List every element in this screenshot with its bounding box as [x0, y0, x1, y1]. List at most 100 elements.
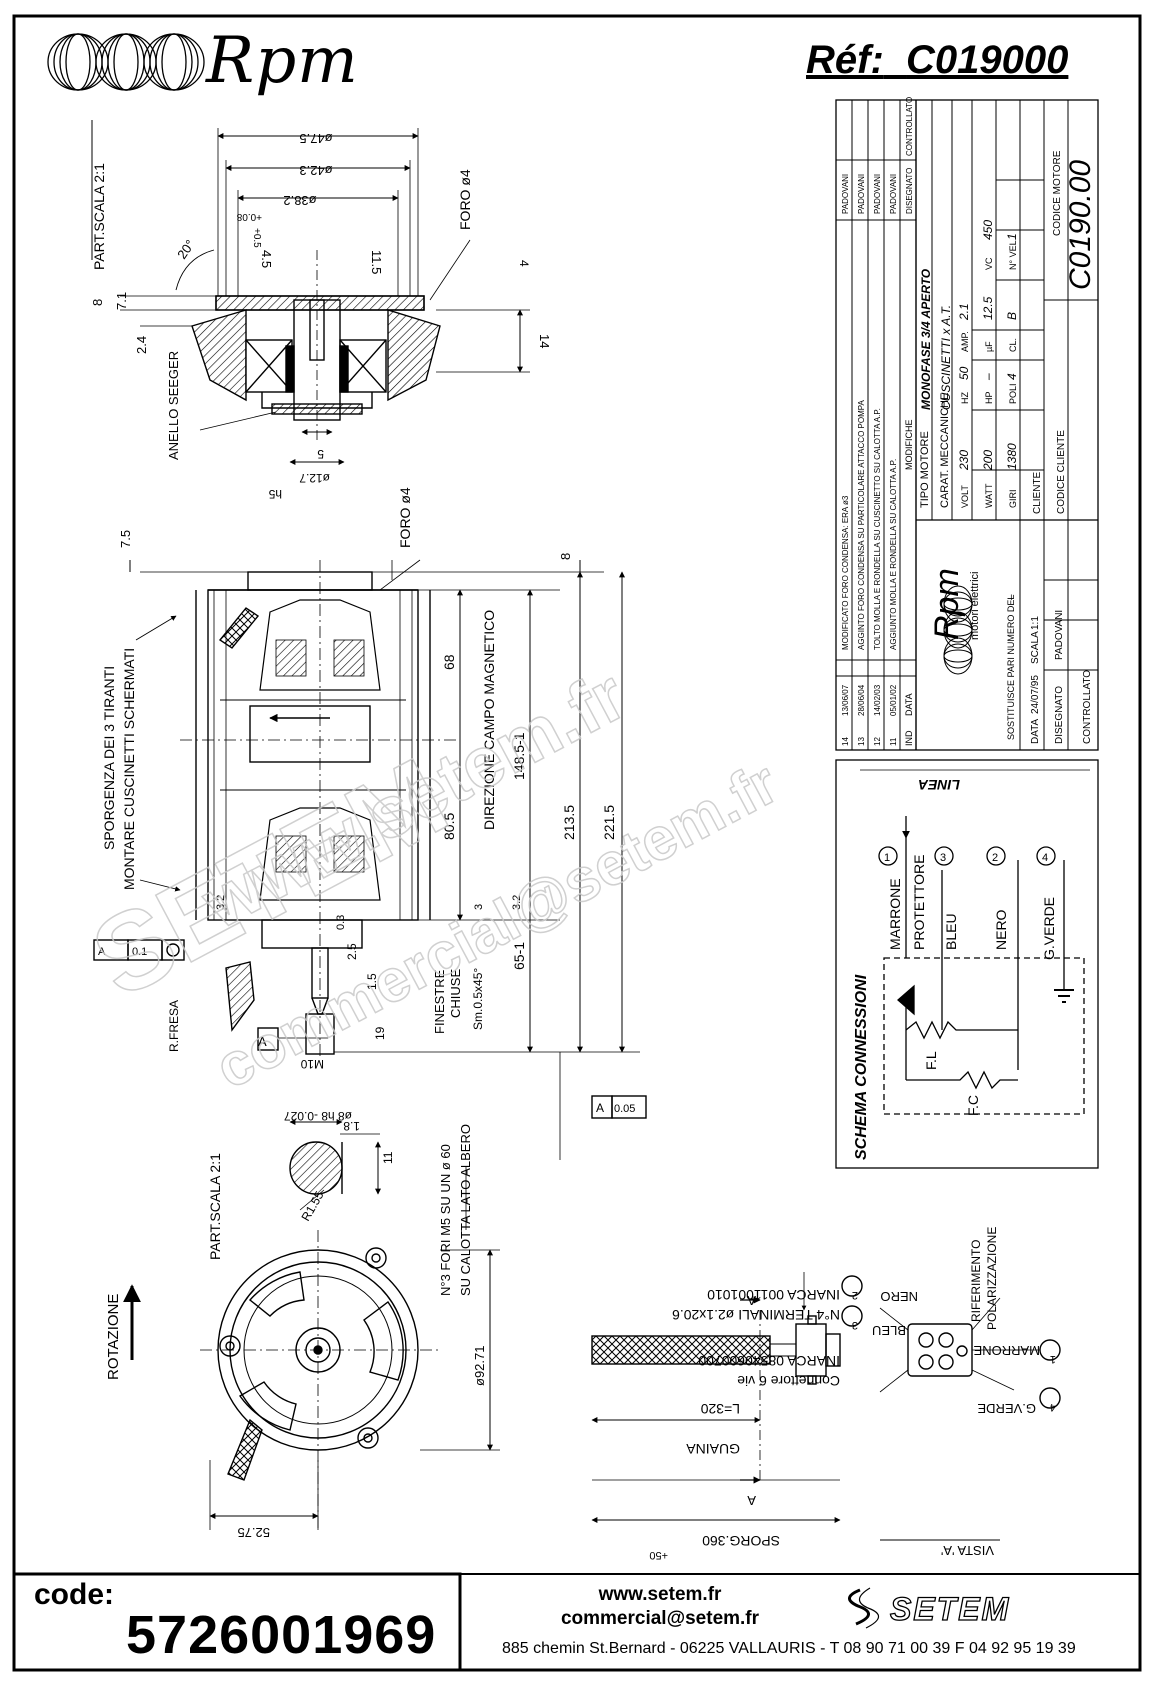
svg-text:N°3 FORI M5 SU UN ø 60: N°3 FORI M5 SU UN ø 60: [438, 1144, 453, 1296]
motor-code: C0190.00: [1064, 160, 1097, 290]
svg-text:M10: M10: [300, 1057, 324, 1071]
svg-text:CONTROLLATO: CONTROLLATO: [905, 97, 914, 156]
motor-side-view: [93, 559, 647, 1160]
svg-text:MODIFICHE: MODIFICHE: [904, 420, 914, 471]
svg-text:DISEGNATO: DISEGNATO: [905, 168, 914, 214]
front-view-labels: ROTAZIONE ø92.71 52.75: [105, 1294, 487, 1540]
svg-text:148.5-1: 148.5-1: [511, 732, 527, 780]
svg-text:4: 4: [517, 260, 531, 267]
top-scale-note: PART.SCALA 2:1: [91, 163, 107, 270]
spec-label3: CL.: [1008, 338, 1018, 352]
revision-n: 14: [841, 737, 850, 746]
rpm-logo-icon: [47, 33, 205, 91]
svg-text:R.FRESA: R.FRESA: [167, 1000, 181, 1052]
svg-text:CUSCINETTI x A.T.: CUSCINETTI x A.T.: [939, 305, 953, 410]
svg-text:R1.55: R1.55: [298, 1188, 326, 1223]
svg-text:ø42.3: ø42.3: [299, 163, 332, 178]
sheet-border: [12, 14, 1142, 1672]
spec-label2: HZ: [960, 392, 970, 404]
svg-text:1: 1: [884, 852, 890, 864]
svg-text:80.5: 80.5: [441, 813, 457, 840]
spec-label3: µF: [984, 341, 994, 352]
svg-text:1.5: 1.5: [365, 973, 379, 990]
title-block-brand: Rpm: [928, 568, 966, 640]
svg-text:FINESTRE: FINESTRE: [432, 969, 447, 1034]
svg-text:RIFERIMENTO: RIFERIMENTO: [969, 1240, 983, 1322]
svg-text:A: A: [596, 1101, 604, 1115]
spec-value2: –: [981, 373, 995, 381]
svg-text:SU CALOTTA LATO ALBERO: SU CALOTTA LATO ALBERO: [458, 1124, 473, 1296]
svg-text:L=320: L=320: [700, 1401, 740, 1417]
spec-value4: 450: [981, 220, 995, 240]
svg-text:motori elettrici: motori elettrici: [969, 572, 981, 640]
svg-text:4: 4: [1042, 852, 1048, 864]
svg-text:3: 3: [473, 904, 485, 910]
svg-text:DATA: DATA: [1030, 718, 1041, 744]
svg-text:8: 8: [90, 299, 105, 306]
svg-text:CARAT. MECCANICHE: CARAT. MECCANICHE: [939, 393, 951, 508]
spec-value: 200: [981, 450, 995, 471]
svg-text:1.8: 1.8: [343, 1119, 360, 1133]
svg-text:0.05: 0.05: [614, 1103, 635, 1115]
spec-label: WATT: [984, 483, 994, 508]
svg-text:MONOFASE 3/4 APERTO: MONOFASE 3/4 APERTO: [919, 268, 933, 410]
svg-text:ANELLO SEEGER: ANELLO SEEGER: [166, 351, 181, 460]
svg-text:IND: IND: [904, 730, 914, 746]
svg-text:LINEA: LINEA: [918, 777, 960, 793]
svg-text:8: 8: [558, 553, 573, 560]
svg-text:2: 2: [992, 852, 998, 864]
svg-text:INARCA 0011001010: INARCA 0011001010: [707, 1287, 840, 1303]
svg-text:TIPO MOTORE: TIPO MOTORE: [919, 431, 931, 508]
svg-text:DISEGNATO: DISEGNATO: [1054, 686, 1065, 744]
code-value: 5726001969: [126, 1605, 437, 1665]
revision-text: TOLTO MOLLA E RONDELLA SU CUSCINETTO SU …: [873, 408, 882, 650]
spec-rows: VOLT230HZ50AMP.2.1WATT200HP–µF12.5VC450G…: [957, 220, 1019, 508]
cable-labels: INARCA 0011001010 N°4 TERMINALI ø2.1x20.…: [649, 1287, 840, 1561]
svg-text:221.5: 221.5: [601, 805, 617, 840]
svg-text:52.75: 52.75: [237, 1525, 270, 1540]
svg-text:2.4: 2.4: [134, 336, 149, 354]
svg-text:14: 14: [537, 334, 552, 348]
reference-number: Réf: C019000: [806, 38, 1068, 83]
svg-text:+0.5: +0.5: [251, 228, 262, 248]
website-link[interactable]: www.setem.fr: [598, 1584, 722, 1605]
revision-date: 14/02/03: [873, 684, 882, 716]
svg-text:ø47.5: ø47.5: [299, 131, 332, 146]
svg-text:11: 11: [381, 1151, 395, 1164]
revision-by: PADOVANI: [873, 174, 882, 214]
svg-text:11.5: 11.5: [369, 250, 384, 274]
svg-text:PADOVANI: PADOVANI: [1054, 610, 1065, 660]
svg-text:PROTETTORE: PROTETTORE: [911, 855, 927, 950]
svg-text:+50: +50: [649, 1549, 668, 1561]
svg-text:GUAINA: GUAINA: [686, 1441, 740, 1457]
revision-text: AGGIUNTO MOLLA E RONDELLA SU CALOTTA A.P…: [889, 459, 898, 650]
title-block: [835, 99, 1099, 751]
svg-text:CODICE MOTORE: CODICE MOTORE: [1052, 150, 1063, 236]
svg-text:FORO ø4: FORO ø4: [457, 169, 473, 230]
schema-title: SCHEMA CONNESSIONI: [853, 974, 870, 1160]
setem-logo-text: SETEM: [890, 1591, 1010, 1627]
svg-text:0.3: 0.3: [335, 915, 347, 930]
spec-value3: 2.1: [957, 303, 971, 321]
revision-date: 28/06/04: [857, 684, 866, 716]
svg-text:N°4 TERMINALI ø2.1x20.6: N°4 TERMINALI ø2.1x20.6: [672, 1307, 840, 1323]
company-address: 885 chemin St.Bernard - 06225 VALLAURIS …: [502, 1640, 1076, 1657]
ref-label: Réf:: [806, 38, 884, 82]
spec-value: 230: [957, 450, 971, 471]
svg-text:MARRONE: MARRONE: [887, 878, 903, 950]
revision-text: MODIFICATO FORO CONDENSA: ERA ø3: [841, 495, 850, 650]
revision-by: PADOVANI: [889, 174, 898, 214]
email-link[interactable]: commercial@setem.fr: [560, 1608, 760, 1629]
vista-a-title: VISTA 'A': [941, 1543, 994, 1558]
spec-label4: N° VEL.: [1008, 238, 1018, 270]
revision-text: AGGINTO FORO CONDENSA SU PARTICOLARE ATT…: [857, 400, 866, 650]
svg-text:1: 1: [1050, 1353, 1056, 1365]
svg-text:4.5: 4.5: [259, 250, 274, 268]
svg-text:POLARIZZAZIONE: POLARIZZAZIONE: [985, 1227, 999, 1330]
revision-by: PADOVANI: [841, 174, 850, 214]
svg-text:ø92.71: ø92.71: [472, 1346, 487, 1386]
svg-text:NERO: NERO: [993, 909, 1009, 950]
motor-front-view: [123, 1166, 500, 1530]
spec-label4: VC: [984, 257, 994, 270]
